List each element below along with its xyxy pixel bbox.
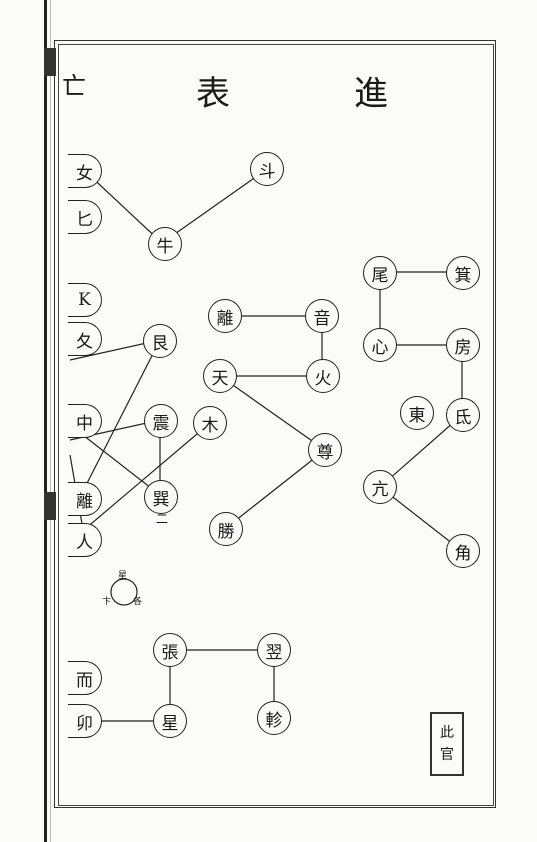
node-xun: 巽	[144, 480, 178, 514]
node-li-left: 離	[68, 482, 102, 516]
node-ren: 人	[68, 523, 102, 557]
xun-mark: 二	[156, 512, 169, 526]
node-kang: 亢	[363, 470, 397, 504]
small-label-right: 各	[133, 597, 143, 607]
node-fang: 房	[446, 328, 480, 362]
node-yin: 音	[305, 299, 339, 333]
node-gen: 艮	[143, 324, 177, 358]
node-zhen: 震	[144, 404, 178, 438]
node-wei: 尾	[363, 256, 397, 290]
node-nv: 女	[68, 154, 102, 188]
node-niu: 牛	[148, 227, 182, 261]
node-tian: 天	[203, 359, 237, 393]
page-frame-inner	[58, 44, 494, 806]
page-title-left: 表	[196, 74, 232, 114]
seal-stamp: 此 官	[430, 712, 464, 776]
node-xin: 心	[363, 328, 397, 362]
node-dong: 東	[400, 396, 434, 430]
node-zhen2: 軫	[257, 701, 291, 735]
node-partial-2: K	[68, 283, 102, 317]
node-xing: 星	[153, 704, 187, 738]
node-partial-3: 夂	[68, 322, 102, 356]
page-title-right: 進	[354, 74, 390, 114]
node-yi: 翌	[257, 633, 291, 667]
left-edge-fragment: 亡	[62, 72, 88, 100]
spine-shadow	[50, 0, 51, 842]
node-partial-4: 而	[68, 661, 102, 695]
spine-ribbon-top	[44, 48, 56, 76]
node-dou: 斗	[250, 152, 284, 186]
node-partial-5: 卯	[68, 704, 102, 738]
node-zhang: 張	[153, 633, 187, 667]
spine-ribbon-bottom	[44, 492, 56, 520]
page-frame-outer	[54, 40, 496, 808]
node-zun: 尊	[308, 433, 342, 467]
node-zhong: 中	[68, 404, 102, 438]
seal-line-1: 此	[440, 725, 454, 741]
node-jiao: 角	[446, 534, 480, 568]
seal-line-2: 官	[440, 747, 454, 763]
node-li: 離	[208, 299, 242, 333]
small-label-left: 卞	[102, 597, 112, 607]
node-sheng: 勝	[209, 512, 243, 546]
book-spine	[44, 0, 47, 842]
node-huo: 火	[306, 359, 340, 393]
small-label-top: 星	[118, 571, 128, 581]
node-mu: 木	[193, 406, 227, 440]
node-partial-1: 匕	[68, 200, 102, 234]
node-di: 氐	[446, 398, 480, 432]
node-ji: 箕	[446, 256, 480, 290]
